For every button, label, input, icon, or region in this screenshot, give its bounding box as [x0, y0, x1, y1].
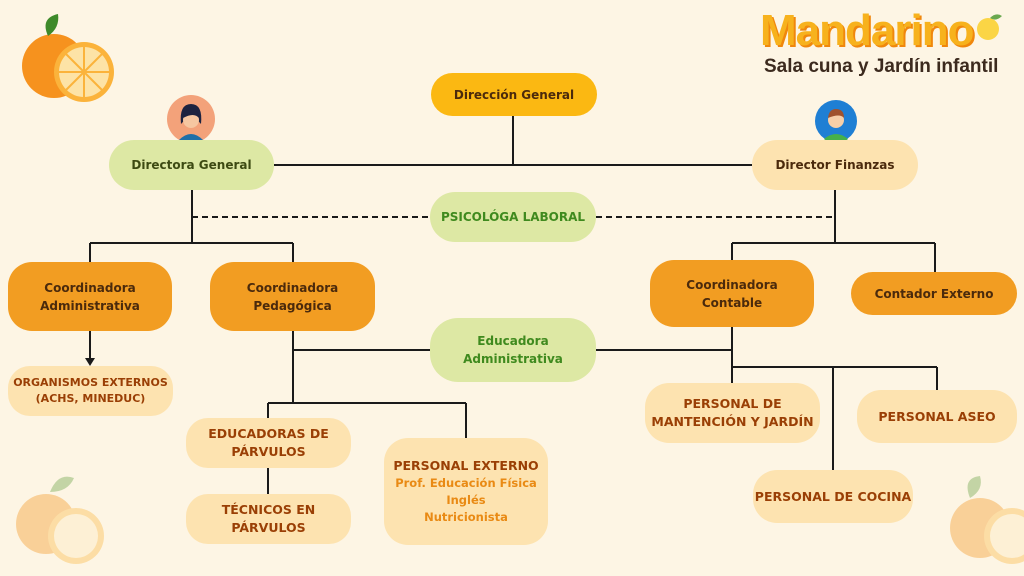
- directora-general-box: Directora General: [109, 140, 274, 190]
- direccion-general-box: Dirección General: [431, 73, 597, 116]
- coordinadora-administrativa-box: Coordinadora Administrativa: [8, 262, 172, 331]
- psicologa-laboral-label: PSICOLÓGA LABORAL: [440, 210, 586, 224]
- personal-mantencion-box: PERSONAL DE MANTENCIÓN Y JARDÍN: [645, 383, 820, 443]
- contador-externo-label: Contador Externo: [874, 286, 994, 301]
- coordinadora-contable-box: Coordinadora Contable: [650, 260, 814, 327]
- educadoras-parvulos-line2: PÁRVULOS: [231, 444, 306, 459]
- personal-externo-title: PERSONAL EXTERNO: [393, 458, 539, 473]
- brand-name: Mandarino: [760, 6, 974, 55]
- coordinadora-administrativa-line1: Coordinadora: [44, 280, 136, 295]
- personal-externo-item: Inglés: [446, 493, 486, 507]
- organismos-externos-line2: (ACHS, MINEDUC): [35, 392, 146, 405]
- orange-fruit-icon: [16, 476, 104, 564]
- orange-fruit-icon: [950, 476, 1024, 564]
- personal-externo-item: Prof. Educación Física: [395, 476, 537, 490]
- personal-externo-item: Nutricionista: [424, 510, 508, 524]
- coordinadora-pedagogica-box: Coordinadora Pedagógica: [210, 262, 375, 331]
- woman-avatar-icon: [167, 95, 215, 143]
- director-finanzas-label: Director Finanzas: [775, 158, 895, 172]
- man-avatar-icon: [815, 100, 857, 142]
- direccion-general-label: Dirección General: [453, 87, 575, 102]
- director-finanzas-box: Director Finanzas: [752, 140, 918, 190]
- educadora-administrativa-line1: Educadora: [477, 334, 549, 348]
- educadoras-parvulos-line1: EDUCADORAS DE: [208, 426, 329, 441]
- personal-aseo-box: PERSONAL ASEO: [857, 390, 1017, 443]
- coordinadora-pedagogica-line1: Coordinadora: [246, 280, 339, 295]
- coordinadora-contable-line1: Coordinadora: [686, 277, 778, 292]
- brand-tagline: Sala cuna y Jardín infantil: [764, 56, 999, 77]
- organismos-externos-line1: ORGANISMOS EXTERNOS: [13, 376, 168, 389]
- personal-cocina-label: PERSONAL DE COCINA: [754, 488, 912, 504]
- personal-aseo-label: PERSONAL ASEO: [878, 408, 996, 424]
- orange-fruit-icon: [22, 14, 114, 102]
- tecnicos-parvulos-box: TÉCNICOS EN PÁRVULOS: [186, 494, 351, 544]
- directora-general-label: Directora General: [131, 158, 252, 172]
- personal-mantencion-line1: PERSONAL DE: [683, 396, 782, 411]
- mandarin-logo-icon: [977, 14, 1002, 40]
- personal-cocina-box: PERSONAL DE COCINA: [753, 470, 913, 523]
- contador-externo-box: Contador Externo: [851, 272, 1017, 315]
- educadora-administrativa-box: Educadora Administrativa: [430, 318, 596, 382]
- personal-mantencion-line2: MANTENCIÓN Y JARDÍN: [651, 414, 814, 429]
- educadoras-parvulos-box: EDUCADORAS DE PÁRVULOS: [186, 418, 351, 468]
- psicologa-laboral-box: PSICOLÓGA LABORAL: [430, 192, 596, 242]
- coordinadora-administrativa-line2: Administrativa: [40, 298, 140, 313]
- educadora-administrativa-line2: Administrativa: [463, 352, 563, 366]
- organismos-externos-box: ORGANISMOS EXTERNOS (ACHS, MINEDUC): [8, 366, 173, 416]
- coordinadora-pedagogica-line2: Pedagógica: [253, 298, 332, 313]
- coordinadora-contable-line2: Contable: [701, 295, 763, 310]
- tecnicos-parvulos-label: TÉCNICOS EN PÁRVULOS: [221, 502, 316, 535]
- personal-externo-box: PERSONAL EXTERNO Prof. Educación Física …: [384, 438, 548, 545]
